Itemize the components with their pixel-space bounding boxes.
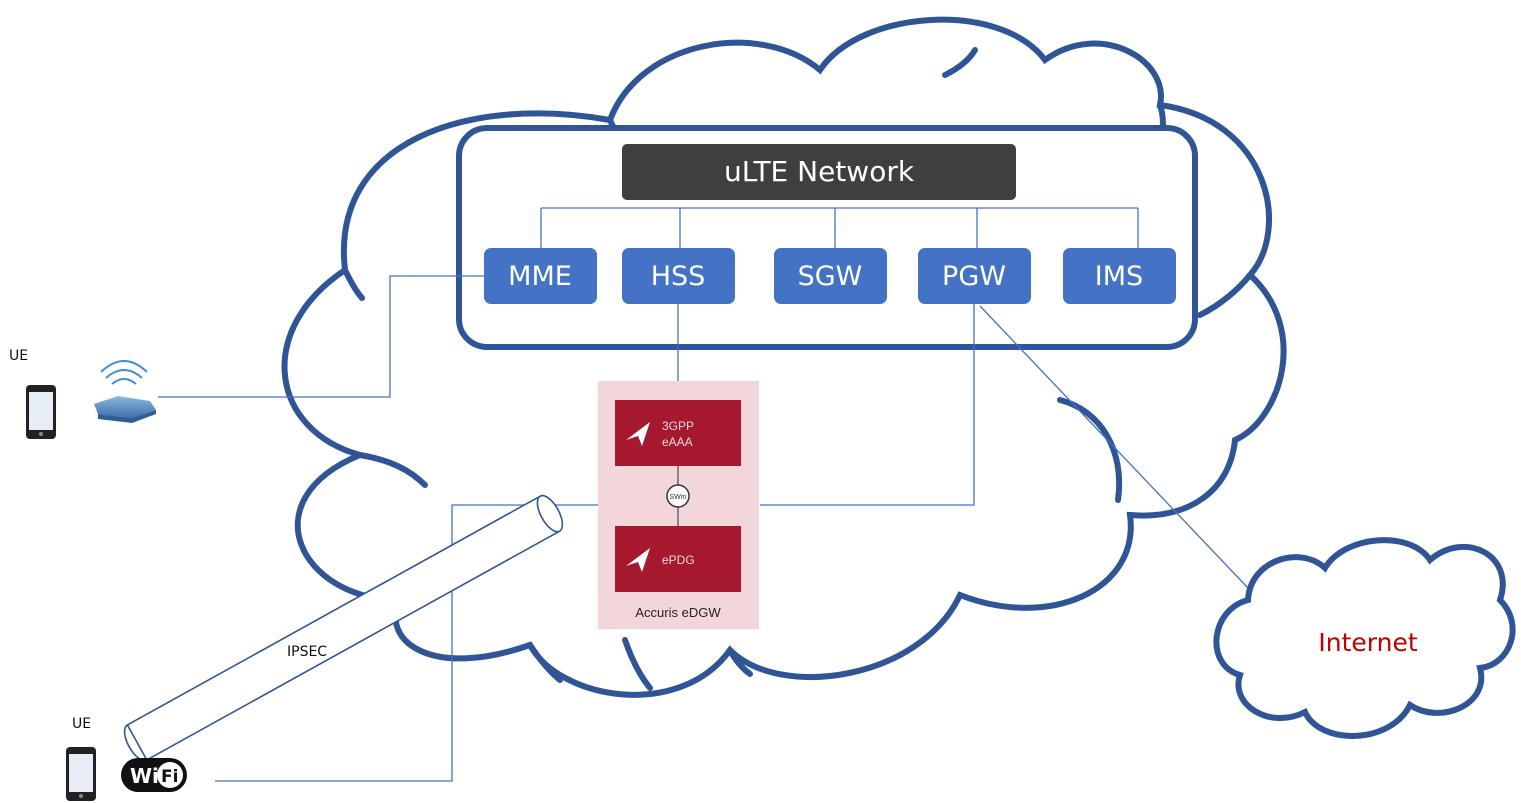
node-hss: HSS — [622, 248, 735, 304]
smartphone-icon — [66, 747, 96, 801]
node-pgw-label: PGW — [942, 261, 1006, 292]
ulte-title: uLTE Network — [724, 155, 915, 188]
eaaa-line2: eAAA — [662, 435, 693, 449]
eaaa-line1: 3GPP — [662, 419, 694, 433]
node-hss-label: HSS — [651, 261, 706, 292]
epdg-box: ePDG — [615, 526, 741, 592]
node-mme-label: MME — [508, 261, 572, 292]
wifi-logo-right: Fi — [161, 767, 178, 787]
node-pgw: PGW — [918, 248, 1031, 304]
swm-label: SWm — [669, 494, 686, 501]
gateway-caption: Accuris eDGW — [635, 605, 721, 620]
accuris-logo-icon — [626, 422, 650, 446]
ue-bottom-label: UE — [72, 716, 91, 732]
ipsec-tunnel — [123, 494, 564, 762]
node-mme: MME — [484, 248, 597, 304]
swm-interface — [666, 484, 690, 508]
internet-cloud: Internet — [1213, 537, 1516, 739]
internet-label: Internet — [1318, 628, 1417, 657]
accuris-logo-icon — [626, 548, 650, 572]
wifi-logo-left: Wi — [130, 764, 159, 788]
node-sgw: SGW — [774, 248, 887, 304]
epdg-label: ePDG — [662, 553, 695, 567]
wifi-logo-icon: Wi Fi — [121, 758, 187, 792]
node-ims-label: IMS — [1095, 261, 1143, 292]
ulte-title-box: uLTE Network — [622, 144, 1016, 200]
wireless-access-point-icon — [94, 360, 156, 423]
ue-top-label: UE — [9, 348, 28, 364]
node-ims: IMS — [1063, 248, 1176, 304]
node-sgw-label: SGW — [798, 261, 863, 292]
eaaa-box: 3GPP eAAA — [615, 400, 741, 466]
smartphone-icon — [26, 385, 56, 439]
ipsec-label: IPSEC — [287, 644, 327, 660]
bus-lines — [540, 207, 1139, 248]
accuris-gateway: 3GPP eAAA SWm ePDG Accuris eDGW — [598, 381, 759, 629]
